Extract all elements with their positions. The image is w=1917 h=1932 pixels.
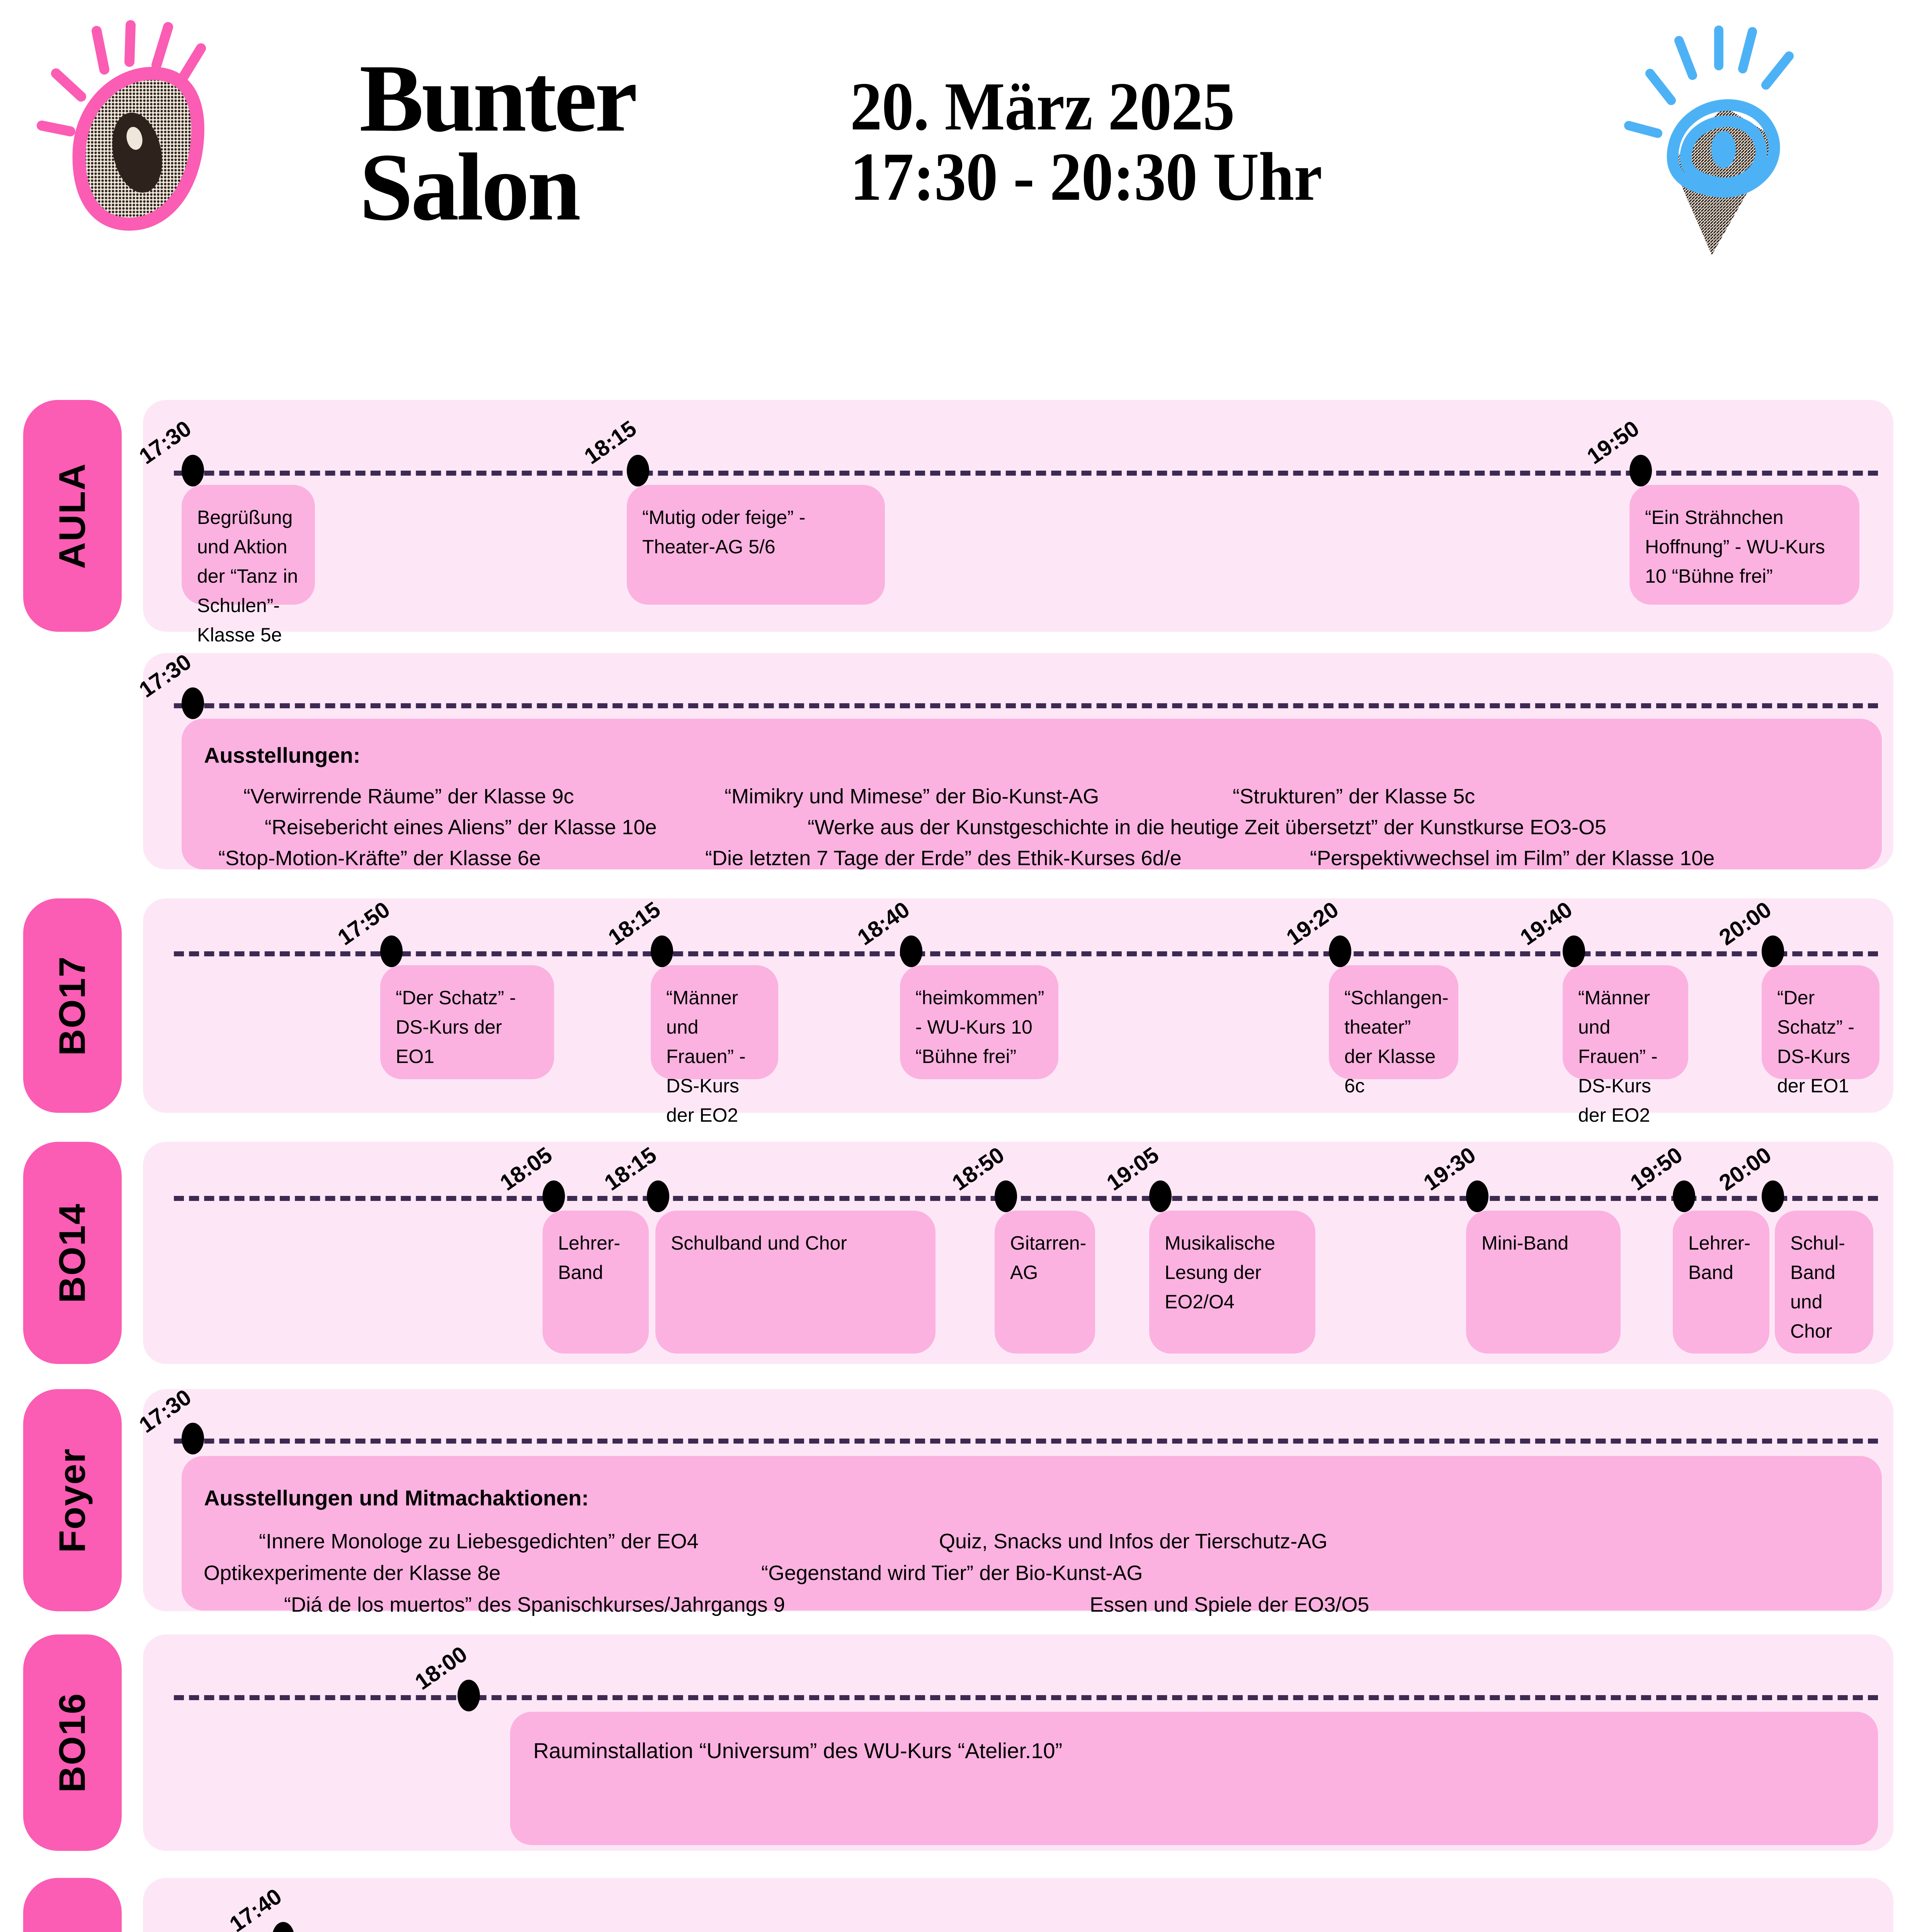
timeline-axis [174, 1439, 1878, 1444]
eye-icon-pink [37, 20, 206, 231]
event-card[interactable]: Schulband und Chor [655, 1211, 936, 1354]
exhibition-entry: “Gegenstand wird Tier” der Bio-Kunst-AG [761, 1561, 1143, 1585]
timeline-dot [1466, 1180, 1488, 1212]
timeline-dot [182, 1423, 204, 1454]
exhibition-entry: “Verwirrende Räume” der Klasse 9c [243, 785, 574, 808]
timeline-dot [458, 1680, 480, 1711]
event-card[interactable]: Mini-Band [1466, 1211, 1621, 1354]
timeline-dot [543, 1180, 565, 1212]
timeline-axis [174, 703, 1878, 708]
timeline-dot [1762, 1180, 1784, 1212]
room-label-foyer: Foyer [23, 1389, 122, 1611]
exhibition-entry: “Innere Monologe zu Liebesgedichten” der… [259, 1530, 699, 1553]
room-label-bo17: BO17 [23, 898, 122, 1113]
event-card[interactable]: “Männer und Frauen” - DS-Kurs der EO2 [1563, 965, 1688, 1126]
exhibition-entry: “Perspektivwechsel im Film” der Klasse 1… [1310, 847, 1715, 870]
timeline-dot [651, 935, 673, 967]
exhibition-entry: “Die letzten 7 Tage der Erde” des Ethik-… [705, 847, 1182, 870]
event-card[interactable]: “Der Schatz” - DS-Kurs der EO1 [1762, 965, 1880, 1097]
exhibition-entry: “Werke aus der Kunstgeschichte in die he… [808, 816, 1607, 839]
event-card[interactable]: Lehrer-Band [1673, 1211, 1769, 1354]
event-time: 17:30 - 20:30 Uhr [850, 138, 1322, 215]
event-card[interactable]: “Mutig oder feige” - Theater-AG 5/6 [627, 485, 885, 605]
eye-icon-blue [1624, 26, 1794, 255]
exhibition-card[interactable]: Ausstellungen: “Verwirrende Räume” der K… [182, 719, 1882, 870]
timeline-track-aula [143, 400, 1893, 632]
timeline-axis [174, 951, 1878, 956]
exhibition-entry: Optikexperimente der Klasse 8e [204, 1561, 501, 1585]
exhibition-entry: Essen und Spiele der EO3/O5 [1090, 1593, 1369, 1616]
poster-title: Bunter Salon [359, 45, 638, 241]
event-date: 20. März 2025 [850, 68, 1235, 145]
timeline-dot [995, 1180, 1017, 1212]
timeline-dot [1762, 935, 1784, 967]
timeline-dot [647, 1180, 669, 1212]
timeline-dot [1563, 935, 1585, 967]
timeline-axis [174, 1695, 1878, 1700]
timeline-dot [1673, 1180, 1695, 1212]
event-card[interactable]: “Schlangen-theater” der Klasse 6c [1329, 965, 1458, 1097]
event-card[interactable]: Schul-Band und Chor [1775, 1211, 1873, 1354]
timeline-dot [900, 935, 922, 967]
exhibition-entry: Quiz, Snacks und Infos der Tierschutz-AG [939, 1530, 1328, 1553]
event-card[interactable]: Rauminstallation “Universum” des WU-Kurs… [510, 1712, 1878, 1845]
exhibition-card[interactable]: Ausstellungen und Mitmachaktionen: “Inne… [182, 1456, 1882, 1616]
timeline-dot [182, 687, 204, 719]
timeline-dot [380, 935, 403, 967]
poster-header: Bunter Salon 20. März 2025 17:30 - 20:30… [0, 0, 1917, 348]
room-label-bo16: BO16 [23, 1634, 122, 1851]
room-label-bo14: BO14 [23, 1142, 122, 1364]
exhibition-entry: “Strukturen” der Klasse 5c [1233, 785, 1475, 808]
exhibition-heading: Ausstellungen und Mitmachaktionen: [204, 1486, 589, 1510]
exhibition-entry: “Reisebericht eines Aliens” der Klasse 1… [265, 816, 657, 839]
event-datetime: 20. März 2025 17:30 - 20:30 Uhr [850, 71, 1357, 212]
timeline-dot [627, 455, 649, 486]
timeline-dot [182, 455, 204, 486]
exhibition-entry: “Diá de los muertos” des Spanischkurses/… [284, 1593, 785, 1616]
event-card[interactable]: Musikalische Lesung der EO2/O4 [1149, 1211, 1315, 1354]
title-line-1: Bunter [359, 45, 638, 152]
event-card[interactable]: “Männer und Frauen” - DS-Kurs der EO2 [651, 965, 778, 1126]
event-card[interactable]: Lehrer-Band [543, 1211, 649, 1354]
timeline-dot [1329, 935, 1351, 967]
event-card[interactable]: “Der Schatz” - DS-Kurs der EO1 [380, 965, 554, 1079]
timeline-dot [1630, 455, 1652, 486]
timeline-axis [174, 471, 1878, 476]
timeline-dot [1149, 1180, 1172, 1212]
room-label-bo01: BO01 [23, 1878, 122, 1932]
exhibition-entry: “Mimikry und Mimese” der Bio-Kunst-AG [725, 785, 1099, 808]
exhibition-heading: Ausstellungen: [204, 743, 361, 767]
event-card[interactable]: “heimkommen” - WU-Kurs 10 “Bühne frei” [900, 965, 1058, 1079]
timeline-track-bo01 [143, 1878, 1893, 1932]
event-card[interactable]: Begrüßung und Aktion der “Tanz in Schule… [182, 485, 315, 646]
title-line-2: Salon [359, 134, 581, 241]
event-card[interactable]: Gitarren-AG [995, 1211, 1095, 1354]
timeline-axis [174, 1196, 1878, 1201]
exhibition-entry: “Stop-Motion-Kräfte” der Klasse 6e [218, 847, 541, 870]
room-label-aula: AULA [23, 400, 122, 632]
event-card[interactable]: “Ein Strähnchen Hoffnung” - WU-Kurs 10 “… [1630, 485, 1859, 605]
